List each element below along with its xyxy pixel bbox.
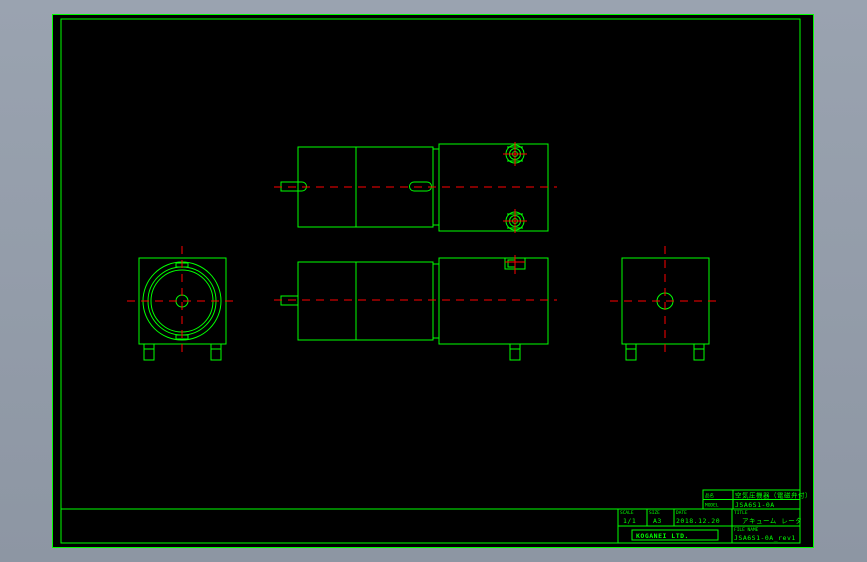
- foot-right-a: [625, 343, 637, 361]
- cad-drawing: 品名 空気圧機器（電磁弁付） MODEL JSA6S1-0A SCALE 1/1…: [52, 14, 814, 548]
- right-side-view: [610, 246, 721, 361]
- flange-front: [432, 263, 440, 339]
- gearbox-front: [438, 257, 549, 345]
- foot-left-a: [143, 343, 155, 361]
- sheet-border: [52, 14, 814, 548]
- drawing-frame: [60, 18, 801, 544]
- title-label: TITLE: [734, 510, 748, 516]
- scale-value: 1/1: [623, 517, 636, 525]
- model-label: MODEL: [705, 503, 719, 509]
- top-view: [274, 142, 557, 233]
- title-block: 品名 空気圧機器（電磁弁付） MODEL JSA6S1-0A SCALE 1/1…: [617, 489, 812, 544]
- drawing-sheet: 品名 空気圧機器（電磁弁付） MODEL JSA6S1-0A SCALE 1/1…: [52, 14, 814, 548]
- keyway-right-top: [409, 181, 432, 192]
- size-value: A3: [653, 517, 662, 525]
- company-logo: KOGANEI LTD.: [631, 529, 719, 541]
- foot-front: [509, 343, 521, 361]
- file-label: FILE NAME: [734, 527, 759, 533]
- foot-right-b: [693, 343, 705, 361]
- scale-label: SCALE: [620, 510, 634, 516]
- file-value: JSA6S1-0A_rev1: [734, 534, 796, 542]
- title-value: アキューム レータ: [742, 516, 802, 525]
- front-view: [274, 255, 557, 361]
- outer-ring-left: [142, 261, 222, 341]
- size-label: SIZE: [649, 510, 660, 516]
- model-value: JSA6S1-0A: [735, 501, 775, 509]
- name-label: 品名: [705, 492, 714, 499]
- date-label: DATE: [676, 510, 687, 516]
- left-side-view: [127, 246, 238, 361]
- name-value: 空気圧機器（電磁弁付）: [735, 491, 812, 500]
- date-value: 2018.12.20: [676, 517, 720, 525]
- motor-body-front: [297, 261, 434, 341]
- company-name: KOGANEI LTD.: [636, 532, 689, 540]
- foot-left-b: [210, 343, 222, 361]
